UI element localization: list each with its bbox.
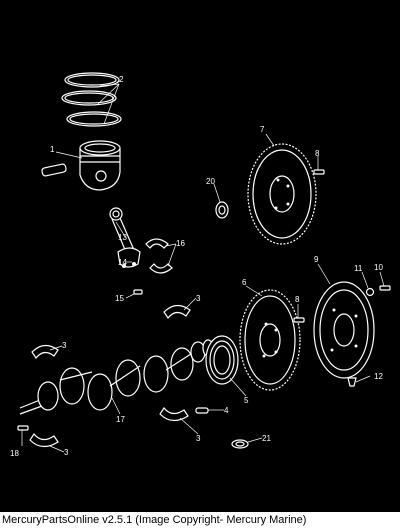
- callout-7: 7: [260, 125, 265, 134]
- callout-1: 1: [50, 145, 55, 154]
- coupler-clip[interactable]: [347, 377, 357, 387]
- flexplate-bolt[interactable]: [313, 169, 325, 175]
- callout-6: 6: [242, 278, 247, 287]
- crank-key[interactable]: [17, 425, 29, 431]
- callout-labels: 2 1 7 8 20 13 14 16 15 3 3 17 18 3 3 4 5…: [10, 75, 383, 458]
- flywheel-bolt[interactable]: [293, 317, 305, 323]
- flywheel[interactable]: [239, 289, 301, 391]
- callout-10: 10: [374, 263, 383, 272]
- main-bearing-bottom[interactable]: [29, 432, 59, 448]
- thrust-washer[interactable]: [231, 439, 249, 449]
- callout-3-lower: 3: [196, 434, 201, 443]
- callout-21: 21: [262, 434, 271, 443]
- main-bearing-lower[interactable]: [159, 406, 189, 422]
- callout-12: 12: [374, 372, 383, 381]
- pilot-bushing[interactable]: [215, 201, 229, 219]
- leader-lines: [21, 83, 385, 453]
- callout-5: 5: [244, 396, 249, 405]
- callout-4: 4: [224, 406, 229, 415]
- coupler-washer[interactable]: [365, 287, 375, 297]
- callout-17: 17: [116, 415, 125, 424]
- piston-pin[interactable]: [41, 163, 67, 177]
- exploded-parts-diagram: 2 1 7 8 20 13 14 16 15 3 3 17 18 3 3 4 5…: [10, 72, 391, 458]
- connecting-rod[interactable]: [109, 207, 141, 268]
- piston[interactable]: [79, 140, 121, 191]
- callout-2: 2: [119, 75, 124, 84]
- callout-11: 11: [354, 264, 363, 273]
- main-bearing-left[interactable]: [31, 344, 59, 360]
- callout-8-upper: 8: [315, 149, 320, 158]
- callout-8-lower: 8: [295, 295, 300, 304]
- flexplate-ring-gear[interactable]: [247, 143, 317, 245]
- piston-rings[interactable]: [61, 72, 122, 127]
- main-bearing-upper[interactable]: [163, 304, 191, 320]
- coupler-bolt[interactable]: [379, 285, 391, 291]
- rod-bolt[interactable]: [133, 289, 143, 295]
- callout-20: 20: [206, 177, 215, 186]
- callout-14: 14: [118, 258, 127, 267]
- drive-coupler[interactable]: [313, 281, 375, 379]
- rear-main-seal[interactable]: [205, 335, 239, 385]
- callout-3-upper: 3: [196, 294, 201, 303]
- callout-9: 9: [314, 255, 319, 264]
- rod-bearings[interactable]: [145, 238, 173, 274]
- callout-13: 13: [118, 233, 127, 242]
- callout-16: 16: [176, 239, 185, 248]
- callout-3-bottom: 3: [64, 448, 69, 457]
- dowel-pin[interactable]: [195, 407, 209, 414]
- callout-15: 15: [115, 294, 124, 303]
- callout-18: 18: [10, 449, 19, 458]
- copyright-footer: MercuryPartsOnline v2.5.1 (Image Copyrig…: [0, 512, 400, 529]
- callout-3-left: 3: [62, 341, 67, 350]
